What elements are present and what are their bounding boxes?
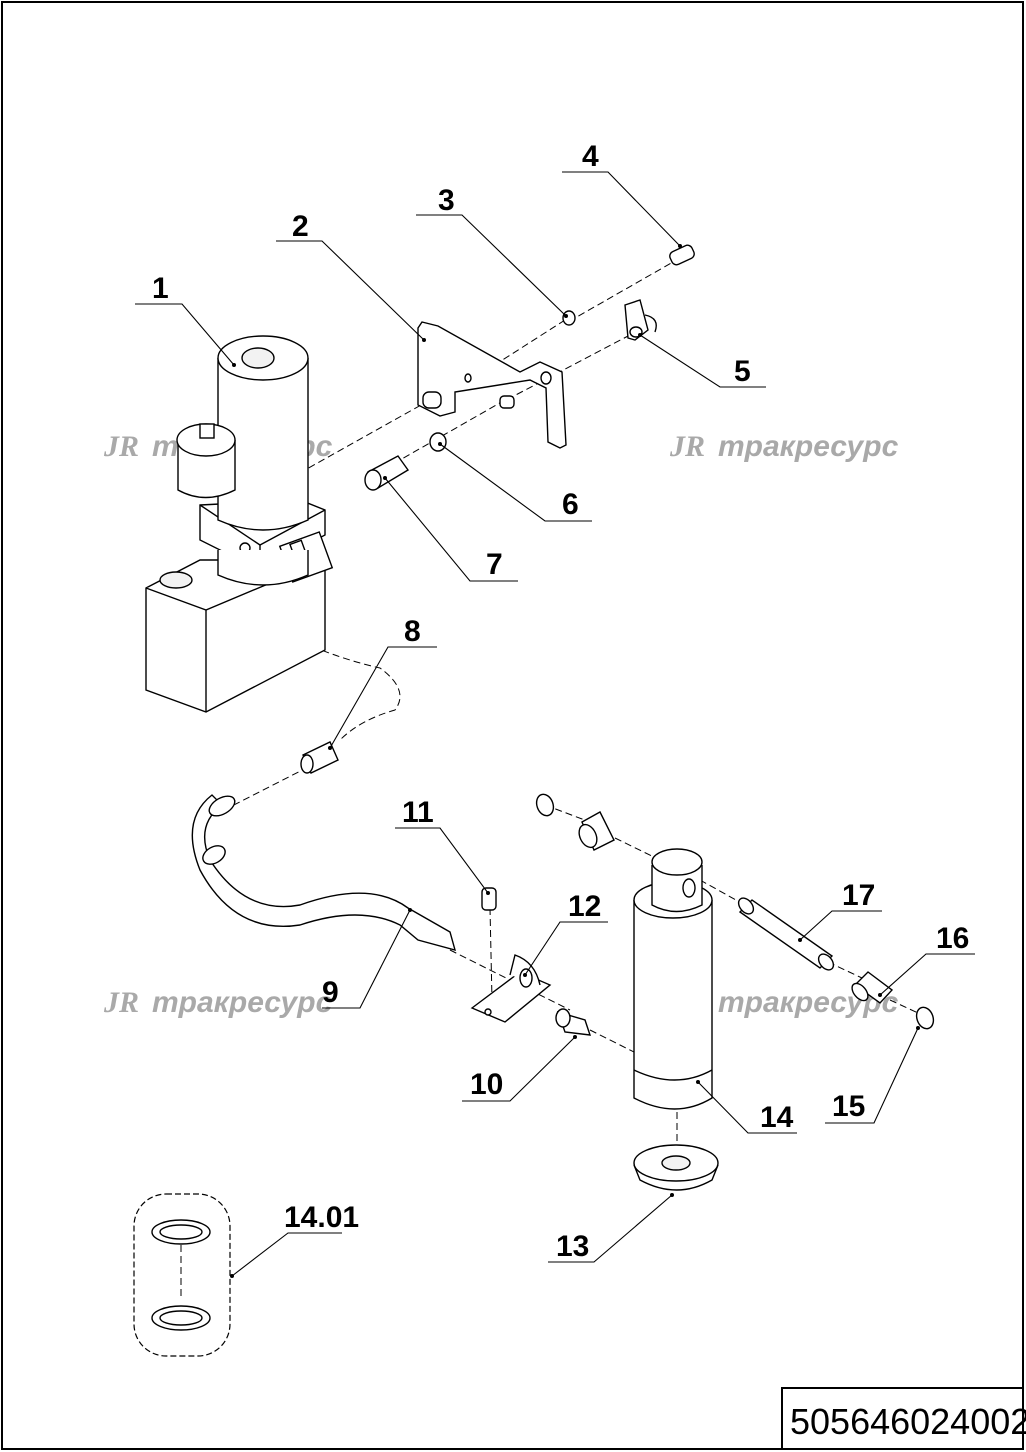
watermark-bottom-left: JR тракресурс <box>103 986 333 1019</box>
bolt-4 <box>669 244 695 266</box>
lift-cylinder-14 <box>633 848 713 1110</box>
callout-3: 3 <box>438 184 455 217</box>
callout-1: 1 <box>152 272 169 305</box>
callout-4: 4 <box>582 140 599 173</box>
callout-10: 10 <box>470 1068 503 1101</box>
drawing-number: 505646024002 <box>790 1401 1026 1442</box>
bush-16 <box>851 971 894 1004</box>
callout-12: 12 <box>568 890 601 923</box>
screw-11 <box>481 887 497 911</box>
washer-3 <box>562 310 576 326</box>
snap-ring-top <box>535 793 555 817</box>
callout-2: 2 <box>292 210 309 243</box>
bush-top <box>578 811 615 851</box>
mounting-bracket <box>417 321 567 449</box>
cylinder-mount-12 <box>470 954 552 1023</box>
callout-17: 17 <box>842 879 875 912</box>
callout-labels: 1 2 3 4 5 6 7 8 9 10 11 12 13 14 15 16 1… <box>152 140 969 1263</box>
watermark-logo: JR <box>669 430 705 463</box>
callout-14: 14 <box>760 1101 794 1134</box>
callout-7: 7 <box>486 548 503 581</box>
fitting-8 <box>300 741 339 774</box>
fitting-10 <box>555 1008 592 1036</box>
snap-ring-15 <box>915 1006 935 1030</box>
watermark-logo: JR <box>103 430 139 463</box>
power-unit <box>145 335 334 713</box>
callout-15: 15 <box>832 1090 865 1123</box>
callout-13: 13 <box>556 1230 589 1263</box>
callout-9: 9 <box>322 976 339 1009</box>
hose-9 <box>191 794 457 951</box>
callout-16: 16 <box>936 922 969 955</box>
base-plate-13 <box>633 1144 719 1191</box>
washer-6 <box>429 432 447 452</box>
drawing-number-box: 505646024002 <box>781 1387 1026 1450</box>
watermark-logo: JR <box>103 986 139 1019</box>
callout-8: 8 <box>404 615 421 648</box>
watermark-text: тракресурс <box>718 430 899 463</box>
pin-17 <box>737 897 835 971</box>
seal-kit-14-01 <box>133 1193 231 1357</box>
callout-6: 6 <box>562 488 579 521</box>
watermark-text: тракресурс <box>152 986 333 1019</box>
watermark-top-right: JR тракресурс <box>669 430 899 463</box>
leader-lines <box>135 171 975 1278</box>
callout-14-01: 14.01 <box>284 1201 359 1234</box>
callout-11: 11 <box>402 796 434 829</box>
bolt-7 <box>364 455 410 491</box>
callout-5: 5 <box>734 355 751 388</box>
